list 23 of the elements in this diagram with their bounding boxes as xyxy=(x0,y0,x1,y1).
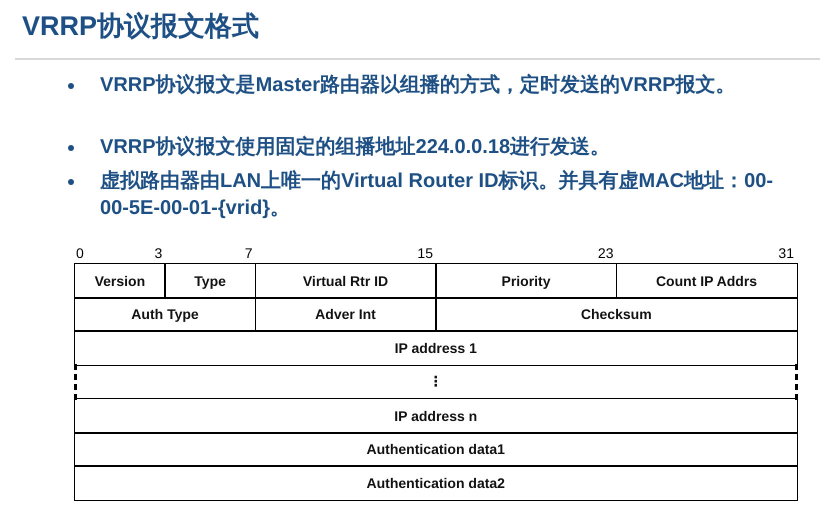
field-cell: Virtual Rtr ID xyxy=(254,263,436,298)
field-cell: Count IP Addrs xyxy=(616,263,798,298)
bullet-text: VRRP协议报文是Master路由器以组播的方式，定时发送的VRRP报文。 xyxy=(100,72,737,98)
slide-title: VRRP协议报文格式 xyxy=(22,10,260,43)
field-cell: Auth Type xyxy=(74,297,256,332)
field-cell: Adver Int xyxy=(254,297,436,332)
field-cell: IP address n xyxy=(74,398,798,434)
bullet-text: VRRP协议报文使用固定的组播地址224.0.0.18进行发送。 xyxy=(100,134,612,160)
bit-position-label: 31 xyxy=(778,245,794,261)
bit-position-label: 0 xyxy=(76,245,84,261)
field-cell: Authentication data2 xyxy=(74,465,798,500)
omitted-row-cell: ⋮ xyxy=(74,364,798,400)
field-cell: Checksum xyxy=(435,297,798,332)
field-cell: Priority xyxy=(435,263,617,298)
field-cell: Type xyxy=(164,263,256,298)
bit-position-label: 7 xyxy=(244,245,252,261)
field-cell: Authentication data1 xyxy=(74,432,798,466)
bit-position-label: 23 xyxy=(598,245,614,261)
bullet-text: 虚拟路由器由LAN上唯一的Virtual Router ID标识。并具有虚MAC地址：00-00-5E-00-01-{vrid}。 xyxy=(100,168,774,221)
field-cell: IP address 1 xyxy=(74,330,798,366)
field-cell: Version xyxy=(74,263,166,298)
bit-position-label: 15 xyxy=(417,245,433,261)
bit-position-label: 3 xyxy=(154,245,162,261)
